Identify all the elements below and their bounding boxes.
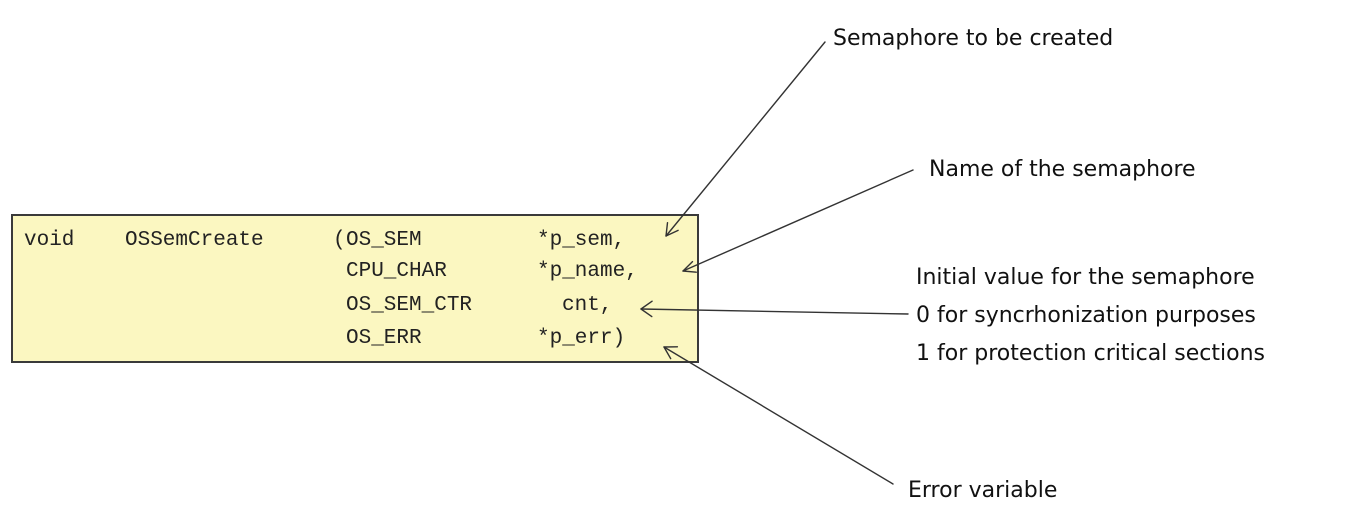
param-name-p-name: *p_name, <box>537 260 638 283</box>
param-type-p-name: CPU_CHAR <box>346 260 447 283</box>
param-type-cnt: OS_SEM_CTR <box>346 294 473 317</box>
arrow-to-cnt <box>640 300 909 318</box>
return-type: void <box>24 229 75 252</box>
label-error-variable: Error variable <box>908 478 1058 503</box>
param-name-cnt: cnt, <box>562 294 613 317</box>
label-initial-value: Initial value for the semaphore <box>916 265 1255 290</box>
label-protection-critical: 1 for protection critical sections <box>916 341 1265 366</box>
label-name-of-semaphore: Name of the semaphore <box>929 157 1196 182</box>
param-type-p-err: OS_ERR <box>346 327 422 350</box>
arrow-to-p-name <box>682 169 914 273</box>
arrow-to-p-err <box>663 346 894 485</box>
label-sync-purposes: 0 for syncrhonization purposes <box>916 303 1256 328</box>
arrow-to-p-sem <box>665 41 826 237</box>
function-name: OSSemCreate <box>125 229 264 252</box>
open-paren: ( <box>333 229 346 252</box>
label-semaphore-to-be-created: Semaphore to be created <box>833 26 1114 51</box>
param-type-p-sem: OS_SEM <box>346 229 422 252</box>
param-name-p-err: *p_err) <box>537 327 626 350</box>
param-name-p-sem: *p_sem, <box>537 229 626 252</box>
function-signature-box <box>11 214 699 363</box>
